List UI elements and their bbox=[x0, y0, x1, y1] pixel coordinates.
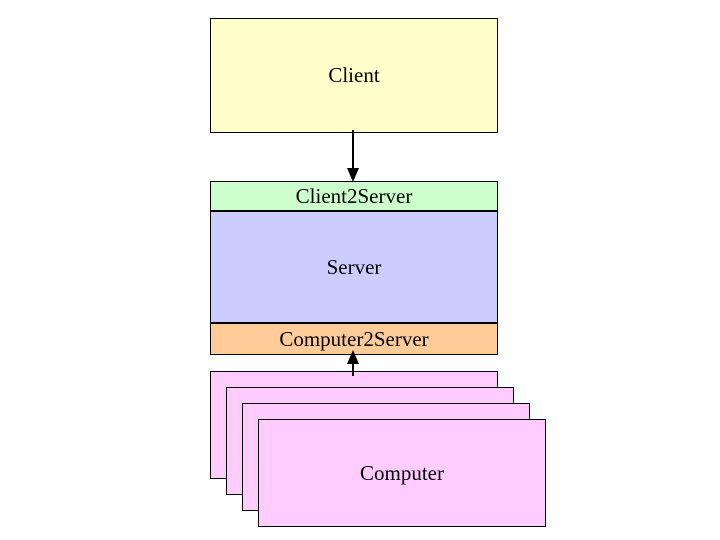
node-server-label: Server bbox=[326, 254, 382, 279]
node-client2server-label: Client2Server bbox=[295, 183, 413, 208]
node-computer-label: Computer bbox=[360, 460, 444, 485]
node-server-stack: Client2Server Server Computer2Server bbox=[210, 181, 498, 355]
node-client2server[interactable]: Client2Server bbox=[210, 181, 498, 211]
node-computer[interactable]: Computer bbox=[258, 419, 546, 527]
node-client-label: Client bbox=[328, 63, 380, 87]
node-client[interactable]: Client bbox=[210, 18, 498, 133]
node-server[interactable]: Server bbox=[210, 211, 498, 323]
arrow-client-to-client2server bbox=[347, 130, 359, 182]
arrow-computer-to-computer2server bbox=[347, 350, 359, 376]
node-computer2server-label: Computer2Server bbox=[279, 326, 429, 351]
node-computer2server[interactable]: Computer2Server bbox=[210, 323, 498, 355]
